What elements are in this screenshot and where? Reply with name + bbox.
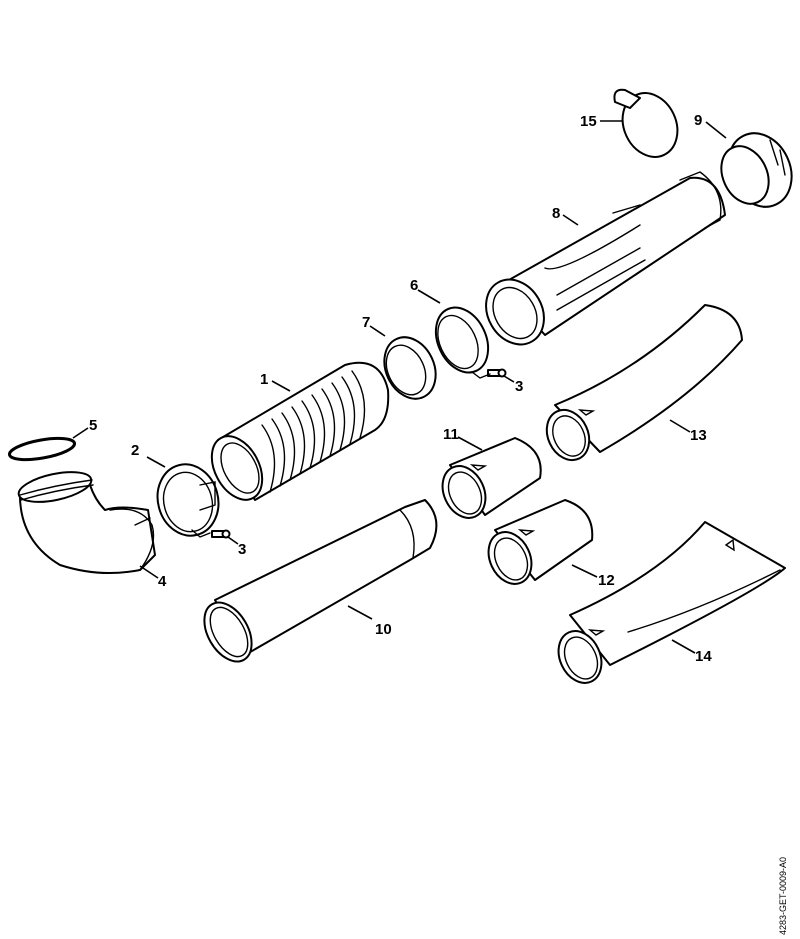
part-15-band-clip[interactable]	[600, 84, 688, 166]
label-part-5[interactable]: 5	[89, 417, 98, 434]
part-13-curved-nozzle[interactable]	[539, 304, 743, 467]
part-12-nozzle[interactable]	[480, 499, 598, 591]
part-9-union-nut[interactable]	[705, 121, 800, 217]
label-part-2[interactable]: 2	[131, 442, 140, 459]
part-6-hose-clamp[interactable]	[417, 289, 498, 381]
part-2-hose-clamp[interactable]	[146, 456, 226, 543]
label-part-14[interactable]: 14	[695, 648, 712, 665]
part-8-handle-tube[interactable]	[475, 171, 726, 355]
label-part-6[interactable]: 6	[410, 277, 419, 294]
label-part-11[interactable]: 11	[443, 426, 459, 443]
label-part-15[interactable]: 15	[580, 113, 597, 130]
part-4-elbow[interactable]	[16, 467, 159, 579]
label-part-7[interactable]: 7	[362, 314, 371, 331]
label-part-9[interactable]: 9	[694, 112, 703, 129]
label-part-13[interactable]: 13	[690, 427, 707, 444]
part-10-blower-tube[interactable]	[195, 499, 438, 670]
part-11-round-nozzle[interactable]	[434, 436, 542, 525]
label-part-8[interactable]: 8	[552, 205, 561, 222]
part-3-screw-lower[interactable]	[211, 529, 239, 545]
part-3-screw-upper[interactable]	[487, 368, 515, 383]
label-part-12[interactable]: 12	[598, 572, 615, 589]
drawing-code: 4283-GET-0009-A0	[778, 856, 788, 935]
part-14-flat-nozzle[interactable]	[550, 521, 786, 690]
part-5-o-ring[interactable]	[7, 427, 89, 464]
label-part-3-upper[interactable]: 3	[515, 378, 524, 395]
label-part-10[interactable]: 10	[375, 621, 392, 638]
label-part-3-lower[interactable]: 3	[238, 541, 247, 558]
label-part-1[interactable]: 1	[260, 371, 269, 388]
part-7-sleeve[interactable]	[369, 325, 445, 407]
label-part-4[interactable]: 4	[158, 573, 167, 590]
part-1-corrugated-hose[interactable]	[202, 361, 390, 509]
